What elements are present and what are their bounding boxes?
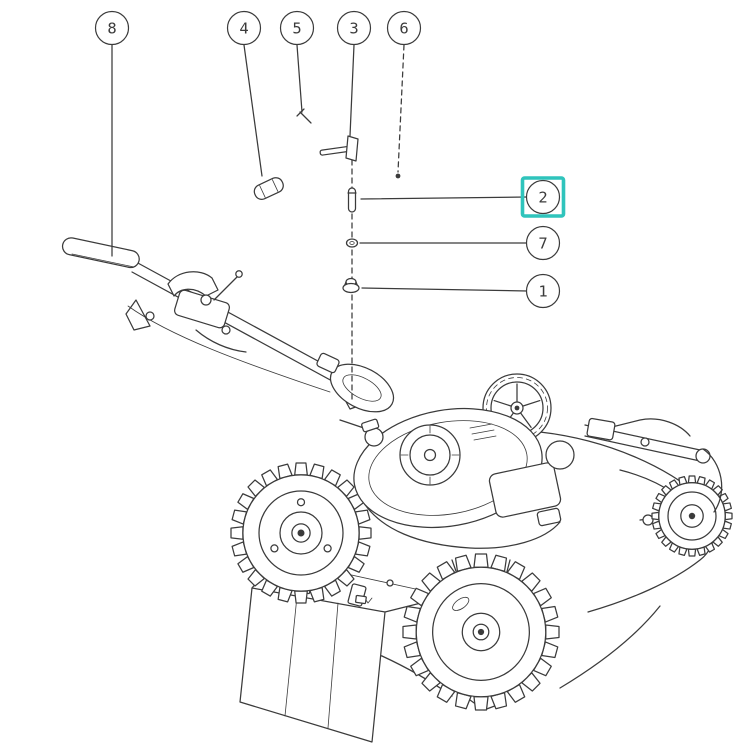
top-spoked-wheel	[483, 374, 551, 442]
part-6-point	[395, 173, 401, 179]
callout-3[interactable]: 3	[336, 10, 372, 46]
callout-2-selected[interactable]: 2	[520, 176, 566, 218]
callout-6[interactable]: 6	[386, 10, 422, 46]
callout-circle	[279, 10, 315, 46]
leader-line-6	[398, 45, 404, 172]
rear-handle-bracket	[585, 418, 722, 512]
mower-illustration	[230, 374, 733, 742]
callout-7[interactable]: 7	[525, 225, 561, 261]
leader-line-5	[297, 45, 302, 112]
part-3-bracket	[320, 136, 358, 161]
rear-left-wheel	[230, 462, 372, 604]
engine	[344, 394, 574, 541]
callout-circle	[226, 10, 262, 46]
callout-5[interactable]: 5	[279, 10, 315, 46]
assembly-axis	[352, 45, 404, 403]
callout-circle	[525, 179, 561, 215]
discharge-panel	[240, 585, 385, 742]
handle-assembly	[61, 236, 401, 421]
callout-circle	[525, 273, 561, 309]
part-7-washer	[347, 239, 358, 247]
callout-circle	[336, 10, 372, 46]
leader-line-1	[362, 288, 527, 291]
callout-label: 3	[349, 20, 358, 38]
callout-label: 1	[538, 283, 547, 301]
part-4-spacer	[252, 175, 286, 201]
callout-label: 7	[538, 235, 547, 253]
leader-line-2	[361, 197, 527, 199]
callout-8[interactable]: 8	[94, 10, 130, 46]
callout-label: 4	[239, 20, 248, 38]
callout-circle	[525, 225, 561, 261]
callout-label: 8	[107, 20, 116, 38]
part-5-pin	[297, 109, 311, 123]
leader-lines	[112, 45, 527, 291]
part-2-pin	[348, 188, 356, 212]
callout-label: 6	[399, 20, 408, 38]
rear-right-wheel	[651, 475, 733, 557]
selection-highlight-box	[520, 176, 566, 218]
callout-circle	[94, 10, 130, 46]
part-1-bolt	[343, 279, 359, 293]
callout-4[interactable]: 4	[226, 10, 262, 46]
callout-circle	[386, 10, 422, 46]
callout-label: 5	[292, 20, 301, 38]
leader-line-4	[244, 45, 262, 176]
callout-label: 2	[538, 189, 547, 207]
callout-1[interactable]: 1	[525, 273, 561, 309]
front-wheel	[402, 553, 560, 711]
leader-line-3	[350, 45, 354, 136]
